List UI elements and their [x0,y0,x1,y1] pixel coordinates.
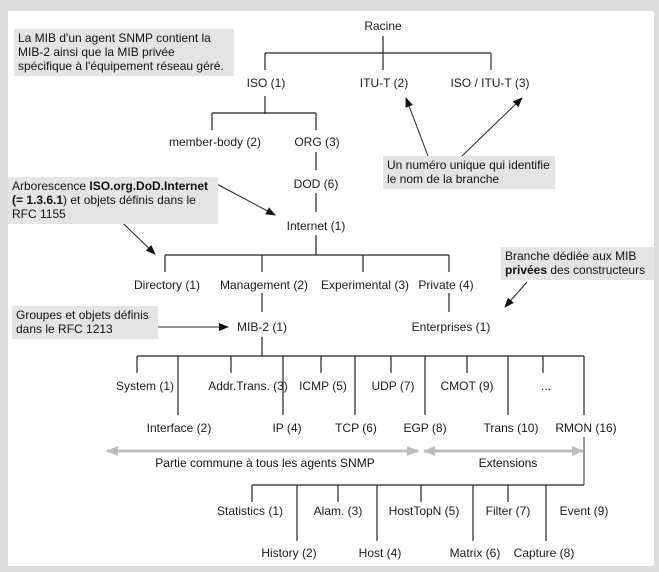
node-mib2: MIB-2 (1) [236,320,288,334]
note-unique-number: Un numéro unique qui identifie le nom de… [383,156,555,189]
node-icmp: ICMP (5) [299,379,347,393]
diagram-panel [8,11,654,566]
note-line: RFC 1155 [12,207,66,221]
node-addrtrans: Addr.Trans. (3) [208,379,288,393]
note-line: privées des constructeurs [505,263,650,277]
node-capture: Capture (8) [513,546,575,560]
node-dod: DOD (6) [293,177,339,191]
arrow-to-internet [212,181,276,216]
note-line: le nom de la branche [387,172,500,186]
node-host: Host (4) [358,546,402,560]
node-private: Private (4) [418,278,474,292]
arrow-to-itu-t [405,97,429,157]
oid-path: ISO.org.DoD.Internet [89,179,209,193]
node-management: Management (2) [219,278,309,292]
node-racine: Racine [364,19,402,33]
node-rmon: RMON (16) [555,421,617,435]
node-cmot: CMOT (9) [440,379,494,393]
node-alam: Alam. (3) [313,504,363,518]
node-experimental: Experimental (3) [320,278,410,292]
note-rfc1213: Groupes et objets définis dans le RFC 12… [12,306,158,339]
note-text: ) et objets définis dans le [63,193,196,207]
note-line: La MIB d'un agent SNMP contient la [18,31,211,45]
note-text: Arborescence [12,179,90,193]
node-filter: Filter (7) [485,504,531,518]
node-enterprises: Enterprises (1) [411,320,491,334]
node-interface: Interface (2) [146,421,212,435]
arrow-to-iso-itu-t [461,97,523,157]
oid-number: (= 1.3.6.1 [12,193,64,207]
note-text: des constructeurs [547,263,646,277]
arrow-to-enterprises [504,281,528,308]
band-extensions-label: Extensions [478,456,538,470]
node-itu-t: ITU-T (2) [359,76,409,90]
node-hosttopn: HostTopN (5) [388,504,460,518]
node-directory: Directory (1) [133,278,201,292]
node-member-body: member-body (2) [168,135,262,149]
node-statistics: Statistics (1) [216,504,284,518]
note-line: dans le RFC 1213 [16,322,113,336]
note-arborescence: Arborescence ISO.org.DoD.Internet (= 1.3… [8,177,218,224]
note-line: (= 1.3.6.1) et objets définis dans le [12,193,214,207]
node-internet: Internet (1) [286,219,346,233]
note-line: Un numéro unique qui identifie [387,158,550,172]
note-line: spécifique à l'équipement réseau géré. [18,59,224,73]
note-bold: privées [505,263,548,277]
node-trans: Trans (10) [483,421,539,435]
node-ip: IP (4) [272,421,302,435]
note-line: MIB-2 ainsi que la MIB privée [18,45,175,59]
band-common-label: Partie commune à tous les agents SNMP [155,456,375,470]
node-matrix: Matrix (6) [449,546,501,560]
node-egp: EGP (8) [403,421,447,435]
node-system: System (1) [115,379,175,393]
node-org: ORG (3) [294,135,340,149]
note-mib-agent: La MIB d'un agent SNMP contient la MIB-2… [14,29,234,76]
node-event: Event (9) [559,504,609,518]
node-tcp: TCP (6) [335,421,377,435]
note-private-branch: Branche dédiée aux MIB privées des const… [501,247,654,280]
note-line: Branche dédiée aux MIB [505,249,637,263]
note-line: Groupes et objets définis [16,308,149,322]
node-udp: UDP (7) [371,379,415,393]
node-history: History (2) [261,546,317,560]
node-iso: ISO (1) [246,76,286,90]
node-iso-itu-t: ISO / ITU-T (3) [450,76,530,90]
node-ellipsis: ... [540,379,552,393]
note-line: Arborescence ISO.org.DoD.Internet [12,179,214,193]
